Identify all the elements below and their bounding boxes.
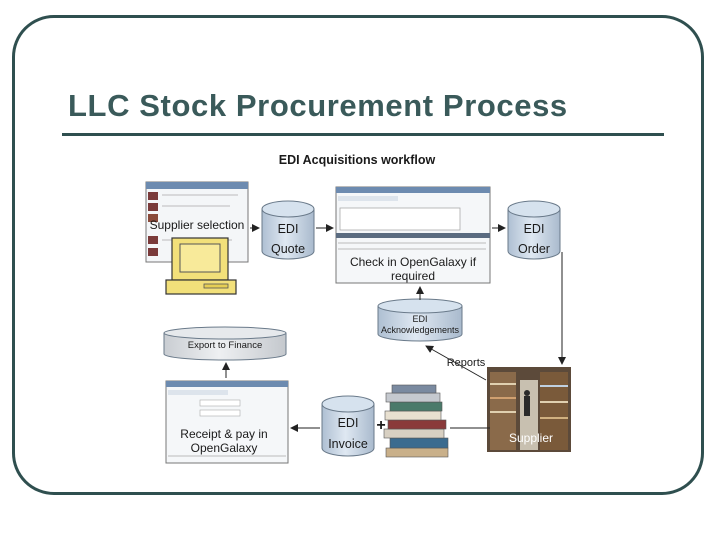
slide-frame (12, 15, 704, 495)
title-underline (62, 133, 664, 136)
edi-ack-label-line2: Acknowledgements (381, 325, 460, 335)
edi-invoice-cylinder (321, 395, 375, 457)
edi-invoice-label-line1: EDI (338, 416, 359, 430)
edi-quote-label-line1: EDI (278, 222, 299, 236)
edi-ack-label-line1: EDI (412, 314, 427, 324)
receipt-pay-line2: OpenGalaxy (191, 441, 258, 455)
receipt-pay-line1: Receipt & pay in (180, 427, 267, 441)
edi-quote-cylinder (261, 200, 315, 260)
edi-order-cylinder (507, 200, 561, 260)
reports-label: Reports (447, 357, 486, 369)
plus-sign: + (376, 417, 385, 434)
edi-quote-label-line2: Quote (271, 242, 305, 256)
check-opengalaxy-line2: required (391, 269, 435, 283)
books-stack-image (383, 384, 449, 458)
receipt-pay-screen (165, 380, 289, 464)
supplier-label: Supplier (509, 431, 553, 445)
check-opengalaxy-line1: Check in OpenGalaxy if (350, 255, 477, 269)
workflow-heading: EDI Acquisitions workflow (279, 153, 436, 167)
supplier-library-image (487, 367, 571, 452)
edi-order-label-line1: EDI (524, 222, 545, 236)
export-to-finance-label: Export to Finance (188, 340, 262, 351)
supplier-selection-label: Supplier selection (150, 218, 245, 232)
edi-acknowledgements-cylinder (377, 298, 463, 342)
edi-invoice-label-line2: Invoice (328, 437, 368, 451)
computer-icon (165, 237, 237, 295)
opengalaxy-check-screen (335, 186, 491, 284)
edi-order-label-line2: Order (518, 242, 550, 256)
slide-title: LLC Stock Procurement Process (68, 88, 568, 123)
workflow-arrows (222, 224, 566, 432)
export-to-finance-cylinder (163, 326, 287, 361)
